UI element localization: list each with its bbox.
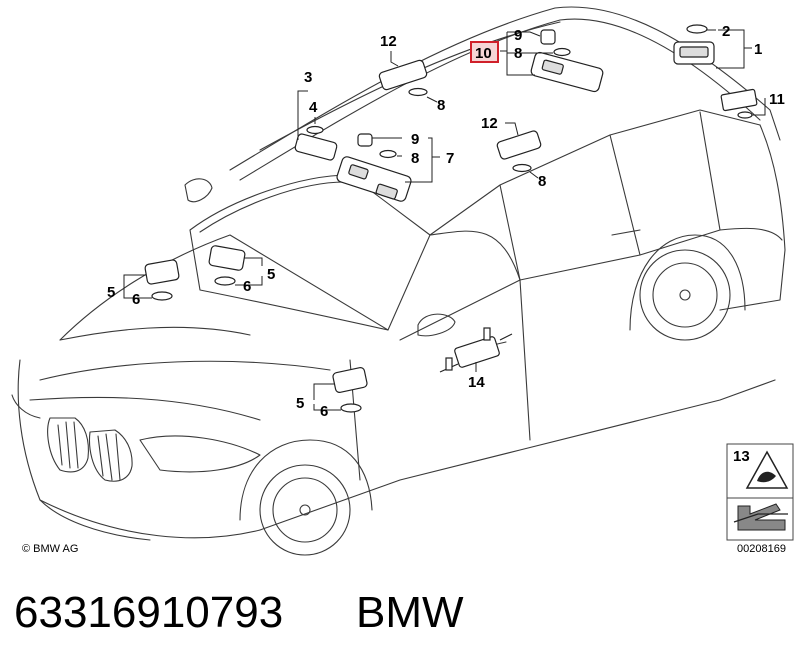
callout-4: 4	[309, 99, 318, 116]
callout-7: 7	[446, 150, 454, 167]
callout-6-lower: 6	[320, 403, 328, 420]
lamp-5-left	[144, 259, 180, 285]
callout-10: 10	[475, 45, 492, 62]
callout-5-left: 5	[107, 284, 115, 301]
lamp-11	[720, 88, 758, 112]
lamp-7	[336, 156, 412, 202]
arrow-icon	[737, 503, 786, 531]
callout-6-left: 6	[132, 291, 140, 308]
bulb-2	[686, 24, 708, 34]
bulb-6-lower	[340, 403, 362, 413]
bulb-9-mid	[357, 133, 373, 147]
bulb-6-left	[151, 291, 173, 301]
callout-1: 1	[754, 41, 762, 58]
highlight-box-10	[470, 41, 499, 63]
bulb-4	[306, 125, 324, 135]
warning-symbol-icon	[757, 471, 776, 483]
callouts: 12 9 10 8 2 1 3 4 8 9 8 7 12 8 11 5 6 5 …	[107, 23, 785, 420]
bulb-6-center	[214, 276, 236, 286]
bulb-11	[737, 111, 753, 119]
callout-3: 3	[304, 69, 312, 86]
callout-12-upper: 12	[380, 33, 397, 50]
car-outline	[11, 6, 786, 556]
drawing-id: 00208169	[737, 543, 786, 555]
leader-lines	[123, 29, 766, 411]
warning-triangle-icon	[745, 450, 789, 489]
brand-label: BMW	[356, 588, 464, 637]
bulb-8-group	[553, 47, 571, 57]
callout-14: 14	[468, 374, 485, 391]
parts	[144, 24, 758, 413]
callout-11: 11	[769, 91, 785, 108]
lamp-10	[530, 51, 604, 93]
door-switch-14	[454, 336, 500, 368]
callout-2: 2	[722, 23, 730, 40]
callout-5-center: 5	[267, 266, 275, 283]
callout-9-upper: 9	[514, 27, 522, 44]
parts-diagram: 12 9 10 8 2 1 3 4 8 9 8 7 12 8 11 5 6 5 …	[11, 6, 794, 556]
callout-8-upper: 8	[514, 45, 522, 62]
part-number: 63316910793	[14, 588, 284, 637]
lamp-12-upper	[378, 59, 428, 91]
callout-6-center: 6	[243, 278, 251, 295]
callout-8-lower: 8	[538, 173, 546, 190]
callout-8-mid: 8	[411, 150, 419, 167]
callout-8-near-12: 8	[437, 97, 445, 114]
callout-9-mid: 9	[411, 131, 419, 148]
bulb-9-upper	[540, 29, 556, 45]
bulb-8-mid	[379, 149, 397, 159]
lamp-5-lower	[332, 367, 368, 393]
lamp-3	[294, 133, 338, 161]
copyright: © BMW AG	[22, 543, 78, 555]
callout-13: 13	[733, 448, 750, 465]
lamp-12-mid	[496, 130, 542, 160]
bulb-8-upper	[408, 87, 428, 97]
bulb-8-lower	[512, 163, 532, 173]
lamp-5-center	[208, 245, 246, 271]
item-13-box: 13	[726, 443, 794, 541]
callout-12-mid: 12	[481, 115, 498, 132]
callout-5-lower: 5	[296, 395, 304, 412]
